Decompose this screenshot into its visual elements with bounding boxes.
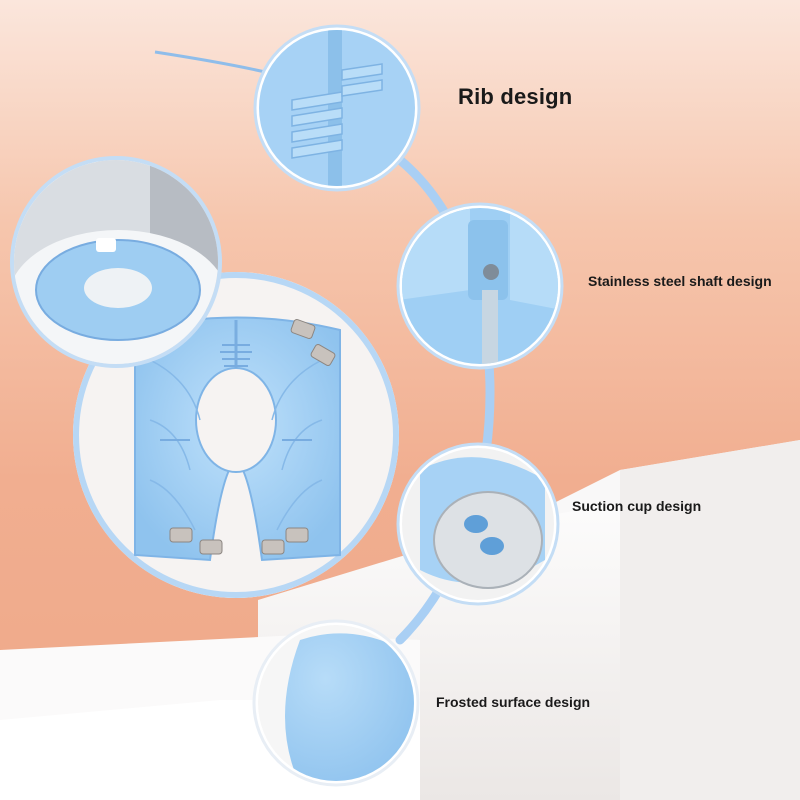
rib-design-circle [253, 24, 421, 192]
frosted-surface-label: Frosted surface design [436, 694, 591, 710]
suction-cup-circle [396, 442, 560, 606]
steel-shaft-label: Stainless steel shaft design [588, 273, 772, 289]
suction-cup-label: Suction cup design [572, 498, 702, 514]
steel-shaft-circle [396, 202, 564, 370]
rib-design-label: Rib design [458, 84, 573, 109]
frosted-surface-circle [252, 619, 420, 787]
